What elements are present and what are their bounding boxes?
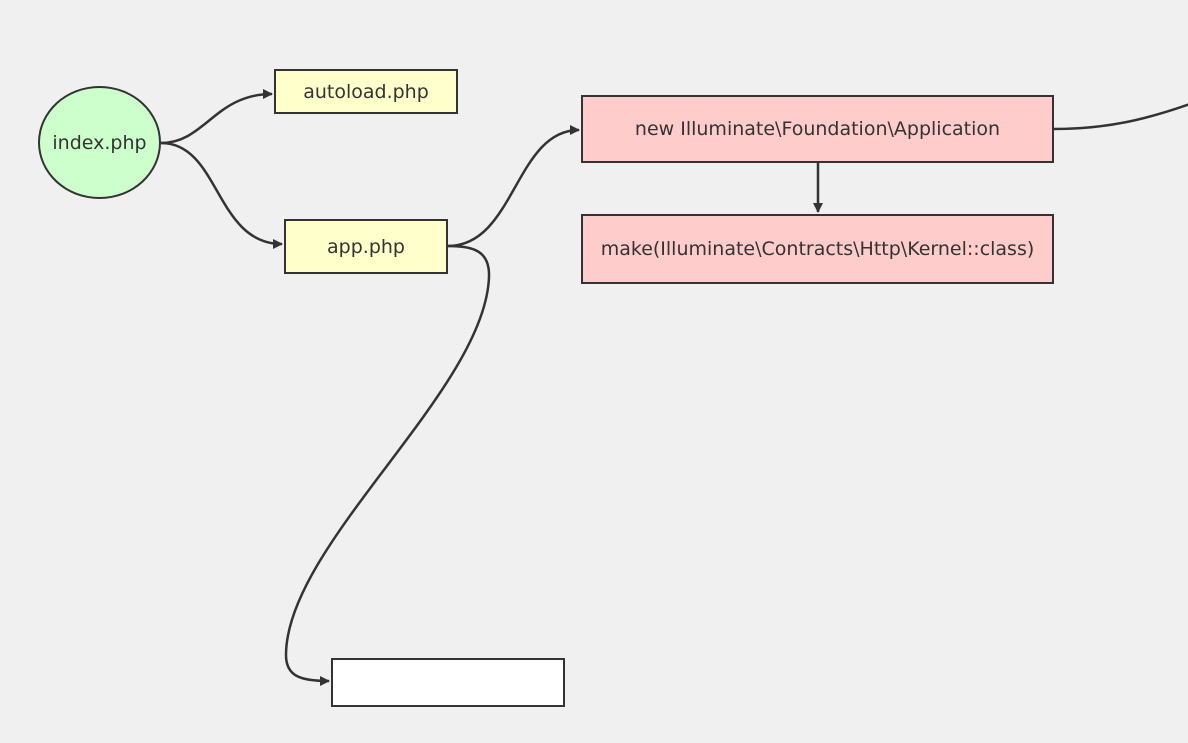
node-index-php[interactable]: index.php [38, 86, 161, 199]
node-autoload-php[interactable]: autoload.php [274, 69, 458, 114]
edge-app-to-empty-box[interactable] [284, 244, 491, 686]
edge-index-to-autoload[interactable] [160, 89, 273, 145]
edge-new-application-offscreen[interactable] [1053, 103, 1188, 131]
edge-app-to-new-application[interactable] [447, 125, 580, 248]
edge-index-to-app[interactable] [160, 141, 283, 249]
node-app-php[interactable]: app.php [284, 219, 448, 274]
node-make-kernel-label: make(Illuminate\Contracts\Http\Kernel::c… [600, 238, 1035, 260]
node-new-application-label: new Illuminate\Foundation\Application [634, 118, 1001, 140]
node-autoload-php-label: autoload.php [303, 80, 429, 103]
node-index-php-label: index.php [52, 131, 147, 154]
node-make-kernel[interactable]: make(Illuminate\Contracts\Http\Kernel::c… [581, 214, 1054, 284]
node-app-php-label: app.php [327, 235, 405, 258]
node-new-application[interactable]: new Illuminate\Foundation\Application [581, 95, 1054, 163]
node-empty-box[interactable] [331, 658, 565, 707]
